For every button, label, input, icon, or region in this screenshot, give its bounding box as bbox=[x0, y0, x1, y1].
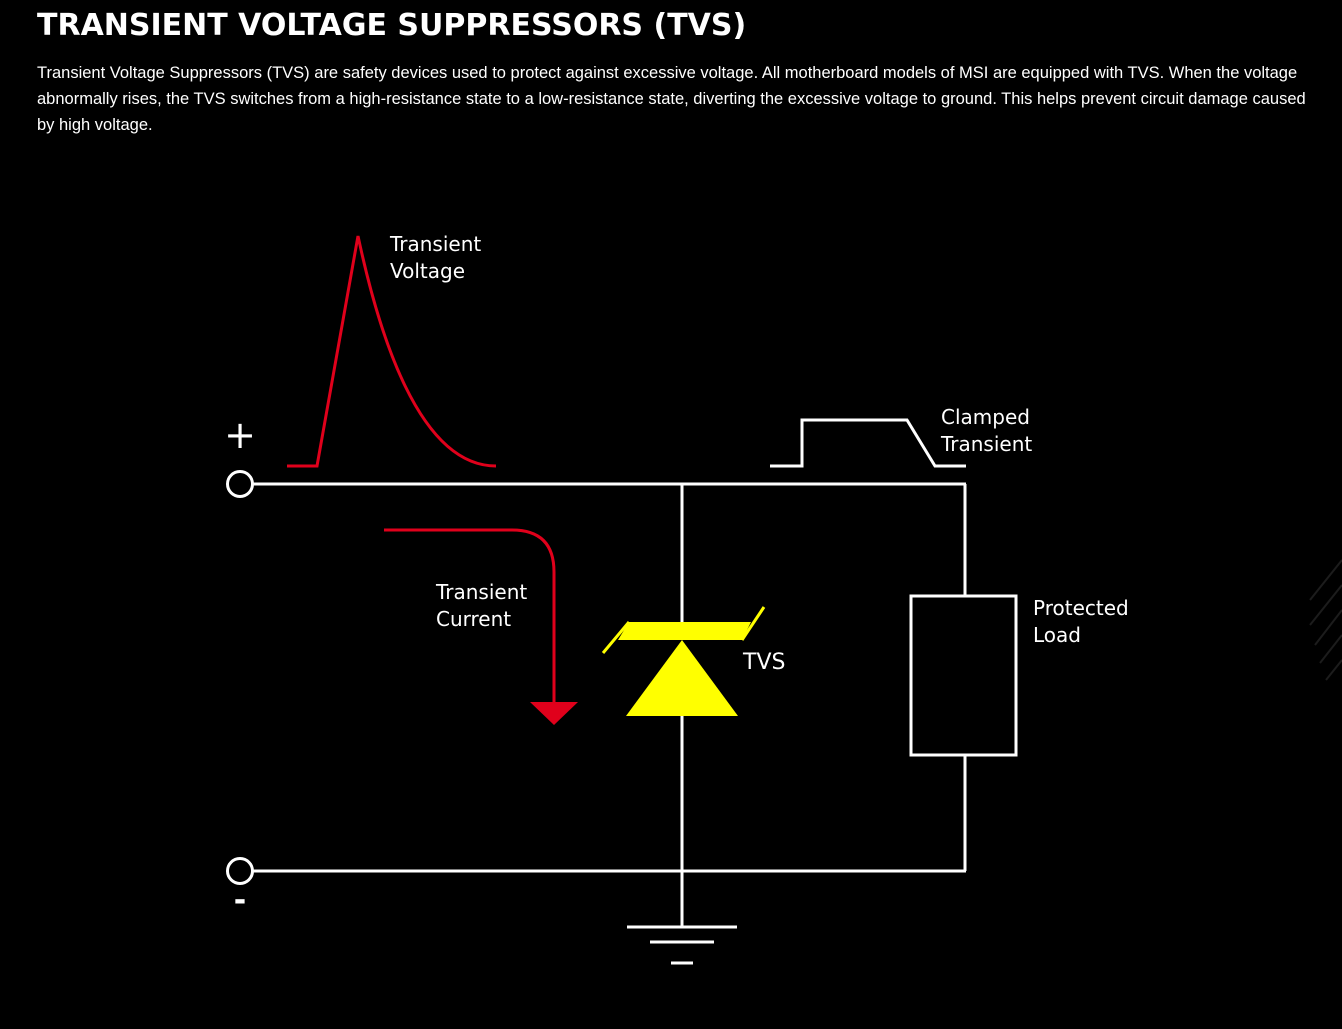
negative-terminal bbox=[226, 857, 254, 885]
transient-voltage-waveform bbox=[287, 235, 497, 468]
positive-terminal bbox=[226, 470, 254, 498]
page-title: TRANSIENT VOLTAGE SUPPRESSORS (TVS) bbox=[37, 8, 747, 43]
ground-symbol bbox=[627, 925, 737, 965]
tvs-cathode-bar bbox=[618, 622, 751, 640]
arrow-head bbox=[530, 702, 578, 725]
transient-current-arrow bbox=[384, 528, 556, 702]
label-clamped-transient: Clamped Transient bbox=[940, 405, 1036, 456]
decorative-stripes bbox=[1309, 559, 1342, 681]
tvs-diode-symbol bbox=[601, 606, 766, 716]
label-transient-current: Transient Current bbox=[435, 580, 534, 631]
label-transient-voltage: Transient Voltage bbox=[389, 232, 488, 283]
circuit-wires bbox=[253, 482, 967, 927]
page-description: Transient Voltage Suppressors (TVS) are … bbox=[37, 64, 1306, 134]
plus-sign: + bbox=[224, 413, 256, 457]
protected-load-box bbox=[909, 594, 1018, 757]
label-protected-load: Protected Load bbox=[1033, 596, 1135, 647]
clamped-transient-waveform bbox=[770, 418, 966, 468]
tvs-triangle bbox=[626, 640, 738, 716]
label-tvs: TVS bbox=[742, 650, 785, 675]
minus-sign: - bbox=[234, 883, 246, 918]
